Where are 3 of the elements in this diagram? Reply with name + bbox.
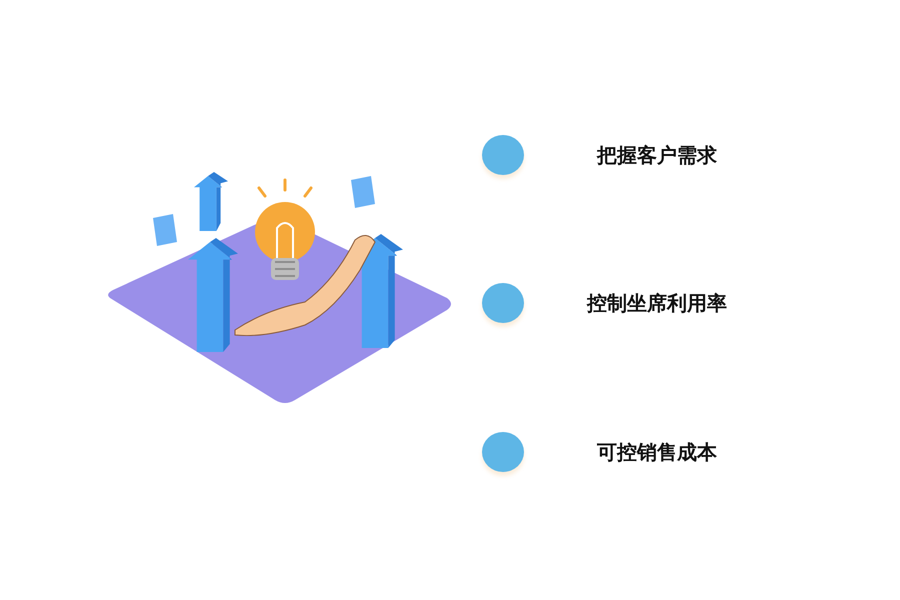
feature-text: 控制坐席利用率 xyxy=(586,290,728,316)
feature-text: 把握客户需求 xyxy=(596,142,718,168)
feature-text: 可控销售成本 xyxy=(596,438,718,466)
